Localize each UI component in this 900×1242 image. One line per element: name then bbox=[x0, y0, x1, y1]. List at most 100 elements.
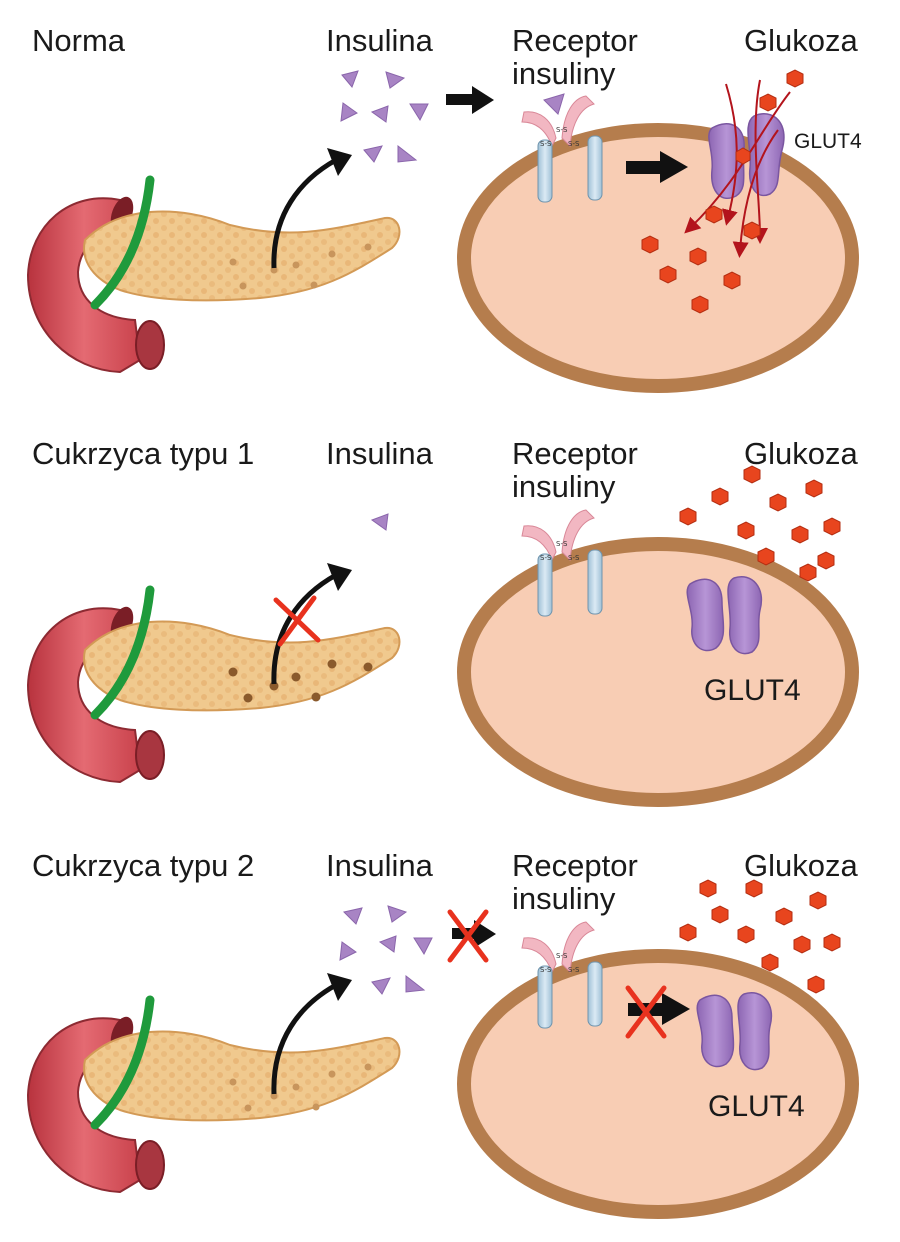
insulin-receptor: S-S S-S S-S bbox=[521, 509, 603, 617]
duodenum-opening-bottom bbox=[135, 1140, 165, 1190]
duodenum bbox=[26, 607, 142, 784]
glucose-label: Glukoza bbox=[744, 848, 858, 883]
islet bbox=[364, 243, 372, 251]
disulfide-bond-label: S-S bbox=[568, 554, 580, 562]
pancreas-illustration bbox=[26, 585, 401, 784]
insulin-molecule bbox=[371, 977, 391, 995]
insulin-receptor: S-S S-S S-S bbox=[521, 921, 603, 1029]
receptor-label-line1: Receptor bbox=[512, 848, 638, 883]
glucose-molecule bbox=[807, 975, 825, 994]
secretion-arrow bbox=[271, 157, 338, 269]
signal-arrow bbox=[626, 151, 688, 183]
glucose-molecule bbox=[691, 295, 709, 314]
insulin-molecule bbox=[387, 905, 408, 923]
glucose-molecule bbox=[659, 265, 677, 284]
insulin-molecule bbox=[378, 935, 397, 953]
secretion-arrow bbox=[271, 982, 338, 1095]
binding-arrow bbox=[446, 86, 494, 114]
islet bbox=[328, 1070, 336, 1078]
insulin-receptor: S-S S-S S-S bbox=[521, 93, 603, 203]
duodenum-opening-bottom bbox=[135, 320, 165, 370]
glucose-molecule bbox=[817, 551, 835, 570]
glucose-molecule bbox=[775, 907, 793, 926]
islet bbox=[312, 1103, 320, 1111]
insulin-molecules bbox=[340, 70, 429, 163]
secretion-arrowhead bbox=[327, 148, 352, 176]
glut4-transporter bbox=[696, 992, 773, 1071]
glucose-flow-line bbox=[751, 79, 768, 244]
glucose-label: Glukoza bbox=[744, 23, 858, 58]
glucose-molecule bbox=[757, 547, 775, 566]
glucose-molecule bbox=[786, 69, 804, 88]
secretion-arrowhead bbox=[327, 563, 352, 591]
glucose-molecule bbox=[737, 521, 755, 540]
pancreas bbox=[83, 620, 401, 712]
glucose-molecule bbox=[737, 925, 755, 944]
glucose-molecule bbox=[823, 517, 841, 536]
glucose-molecules bbox=[679, 879, 841, 994]
glucose-molecule bbox=[699, 879, 717, 898]
panel-title: Cukrzyca typu 2 bbox=[32, 848, 254, 883]
panel-title: Cukrzyca typu 1 bbox=[32, 436, 254, 471]
disulfide-bond-label: S-S bbox=[556, 952, 568, 960]
glucose-molecule bbox=[711, 487, 729, 506]
bile-duct bbox=[90, 995, 155, 1130]
receptor-alpha-right bbox=[561, 509, 595, 562]
glucose-molecule bbox=[641, 235, 659, 254]
glucose-molecule bbox=[735, 147, 751, 165]
insulin-label: Insulina bbox=[326, 23, 434, 58]
insulin-molecules bbox=[339, 905, 433, 995]
bile-duct bbox=[90, 585, 155, 720]
insulin-molecule bbox=[385, 71, 406, 89]
disulfide-bond-label: S-S bbox=[540, 140, 552, 148]
panel-type1-diabetes: Cukrzyca typu 1 Insulina Receptor insuli… bbox=[26, 436, 859, 807]
glucose-molecule bbox=[743, 465, 761, 484]
cell bbox=[457, 123, 859, 393]
islet bbox=[328, 250, 336, 258]
glucose-molecule bbox=[759, 93, 777, 112]
insulin-label: Insulina bbox=[326, 848, 434, 883]
disulfide-bond-label: S-S bbox=[556, 540, 568, 548]
glucose-molecule bbox=[689, 247, 707, 266]
receptor-beta-left bbox=[537, 553, 553, 617]
destroyed-islet bbox=[311, 692, 321, 702]
glut4-label: GLUT4 bbox=[708, 1090, 805, 1123]
pancreas bbox=[83, 1030, 401, 1122]
insulin-molecule bbox=[343, 907, 363, 925]
islet bbox=[270, 1092, 278, 1100]
binding-blocked-x bbox=[447, 909, 489, 963]
glucose-molecule bbox=[793, 935, 811, 954]
disulfide-bond-label: S-S bbox=[540, 966, 552, 974]
glucose-molecule bbox=[805, 479, 823, 498]
panel-norma: Norma Insulina Receptor insuliny Glukoza bbox=[26, 23, 862, 393]
glucose-molecule bbox=[679, 923, 697, 942]
glucose-molecule bbox=[791, 525, 809, 544]
glucose-label: Glukoza bbox=[744, 436, 858, 471]
insulin-molecule bbox=[409, 103, 429, 122]
islet bbox=[310, 281, 318, 289]
insulin-molecule bbox=[340, 102, 358, 122]
glucose-molecule bbox=[769, 493, 787, 512]
receptor-label-line1: Receptor bbox=[512, 23, 638, 58]
receptor-label-line1: Receptor bbox=[512, 436, 638, 471]
glucose-flow-line bbox=[722, 83, 738, 226]
receptor-beta-left bbox=[537, 139, 553, 203]
cell bbox=[457, 537, 859, 807]
bound-insulin bbox=[543, 93, 565, 115]
glucose-molecule bbox=[823, 933, 841, 952]
translocation-blocked-x bbox=[625, 985, 667, 1039]
insulin-molecule bbox=[413, 937, 433, 956]
insulin-molecule bbox=[339, 941, 357, 961]
insulin-molecule bbox=[370, 105, 389, 123]
destroyed-islet bbox=[327, 659, 337, 669]
panel-type2-diabetes: Cukrzyca typu 2 Insulina Receptor insuli… bbox=[26, 848, 859, 1219]
insulin-label: Insulina bbox=[326, 436, 434, 471]
glucose-molecule bbox=[809, 891, 827, 910]
glucose-molecule bbox=[743, 221, 761, 240]
islet bbox=[270, 266, 278, 274]
islet bbox=[229, 258, 237, 266]
insulin-molecule bbox=[370, 513, 389, 531]
secretion-arrowhead bbox=[327, 973, 352, 1001]
receptor-beta-left bbox=[537, 965, 553, 1029]
